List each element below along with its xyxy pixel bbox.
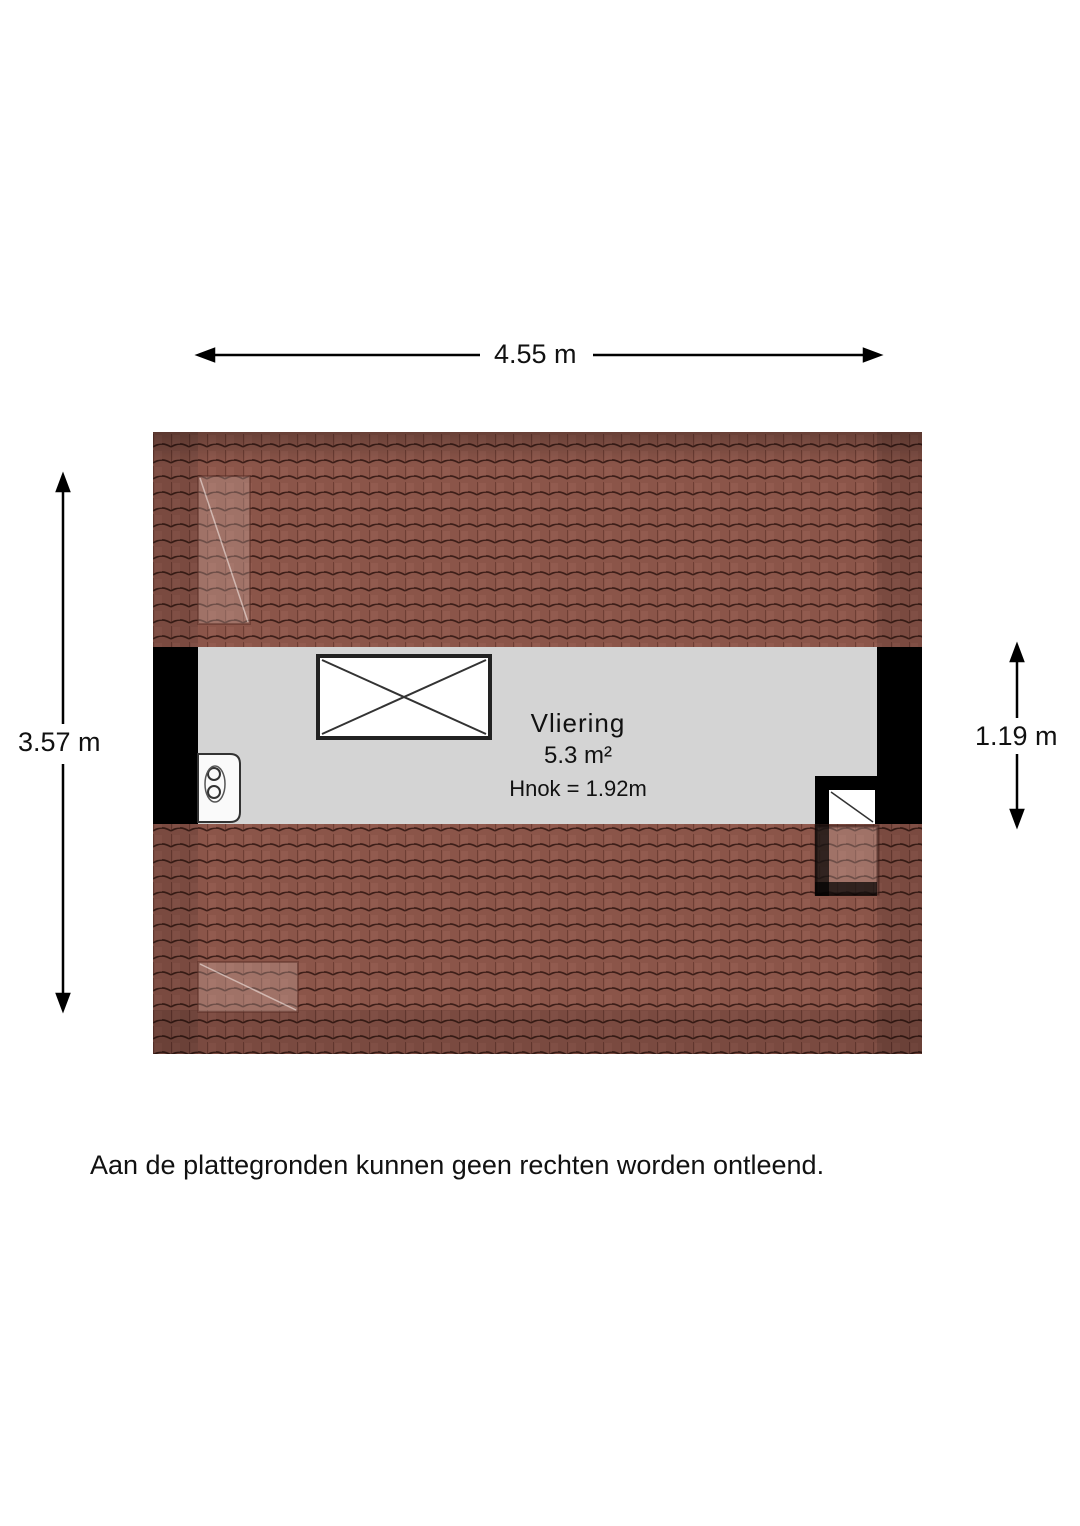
- disclaimer-text: Aan de plattegronden kunnen geen rechten…: [90, 1150, 825, 1180]
- room-name: Vliering: [530, 708, 626, 738]
- boiler-icon: [197, 753, 241, 823]
- width-dimension-label: 4.55 m: [494, 339, 577, 369]
- room-depth-dimension-label: 1.19 m: [975, 721, 1058, 751]
- room-area: 5.3 m²: [543, 742, 612, 769]
- width-dimension-line: [194, 347, 884, 363]
- roof-window-top-left: [197, 475, 251, 625]
- attic-floor: [153, 647, 922, 824]
- chimney-shaft: [815, 776, 877, 896]
- ridge-height: Hnok = 1.92m: [509, 776, 647, 801]
- roof-hatch-x-hatch-icon: [316, 654, 492, 740]
- room-depth-dimension-line: [1009, 641, 1025, 830]
- height-dimension-line: [55, 471, 71, 1014]
- height-dimension-label: 3.57 m: [18, 727, 101, 757]
- roof-bottom-slope: [153, 824, 922, 1054]
- roof-window-bottom-left: [197, 961, 299, 1013]
- roof-top-slope: [153, 432, 922, 647]
